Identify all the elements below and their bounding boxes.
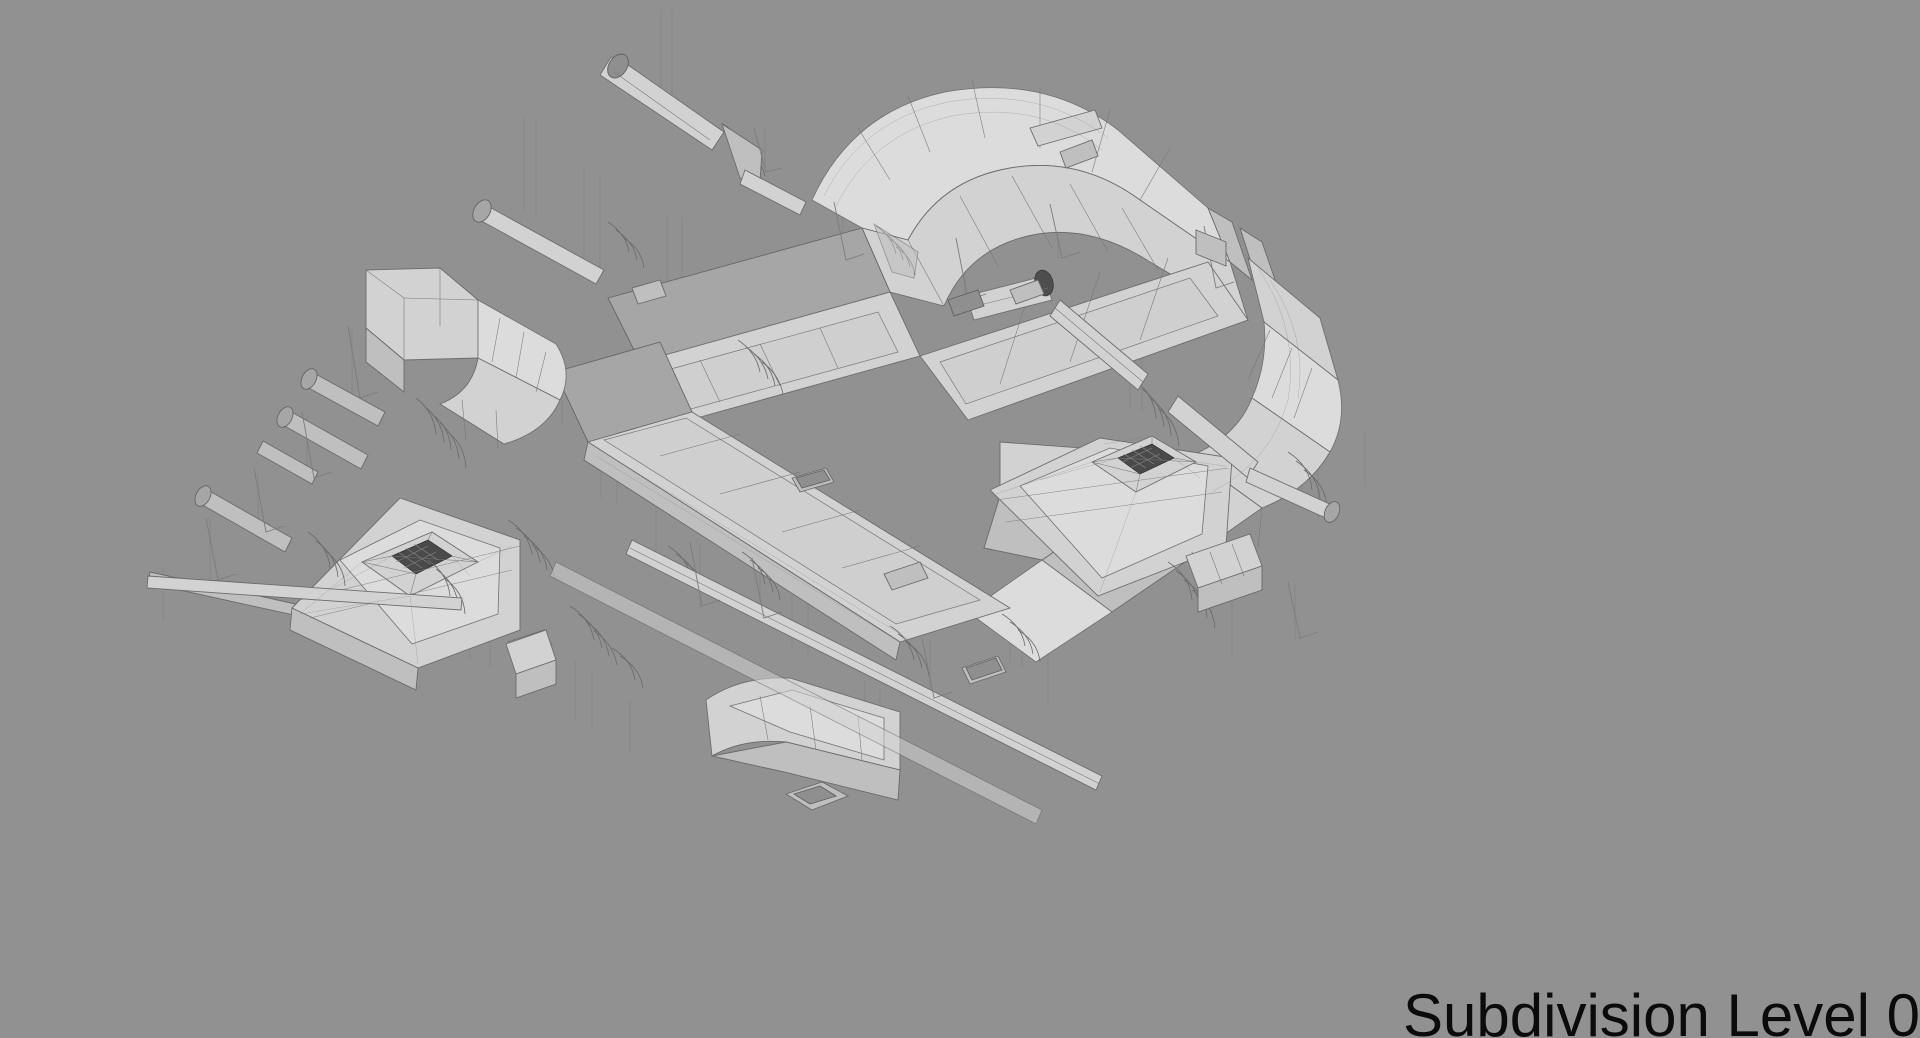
square-ceiling-diffuser-1 [361,531,479,597]
round-branch-pipes [146,199,1341,825]
bottom-right-terminal-box [1185,533,1263,613]
lower-left-panel-group [289,497,521,691]
square-ceiling-diffuser-2 [1091,435,1197,493]
main-trunk-upper-elbow [811,79,1283,321]
duct-end-caps [631,139,1227,591]
left-upper-rect-box [365,267,567,449]
upper-left-round-duct [599,53,807,216]
left-branch-round-pipes [147,368,386,617]
subdivision-level-label: Subdivision Level 0 [1402,982,1920,1038]
flexible-round-ducts [307,221,1328,689]
mid-upper-rect-duct [607,227,921,427]
bottom-center-duct-box [705,677,901,811]
surface-mesh-overlay [299,98,1301,665]
lower-right-panel-group [989,435,1233,597]
bottom-left-terminal-box [505,629,557,699]
